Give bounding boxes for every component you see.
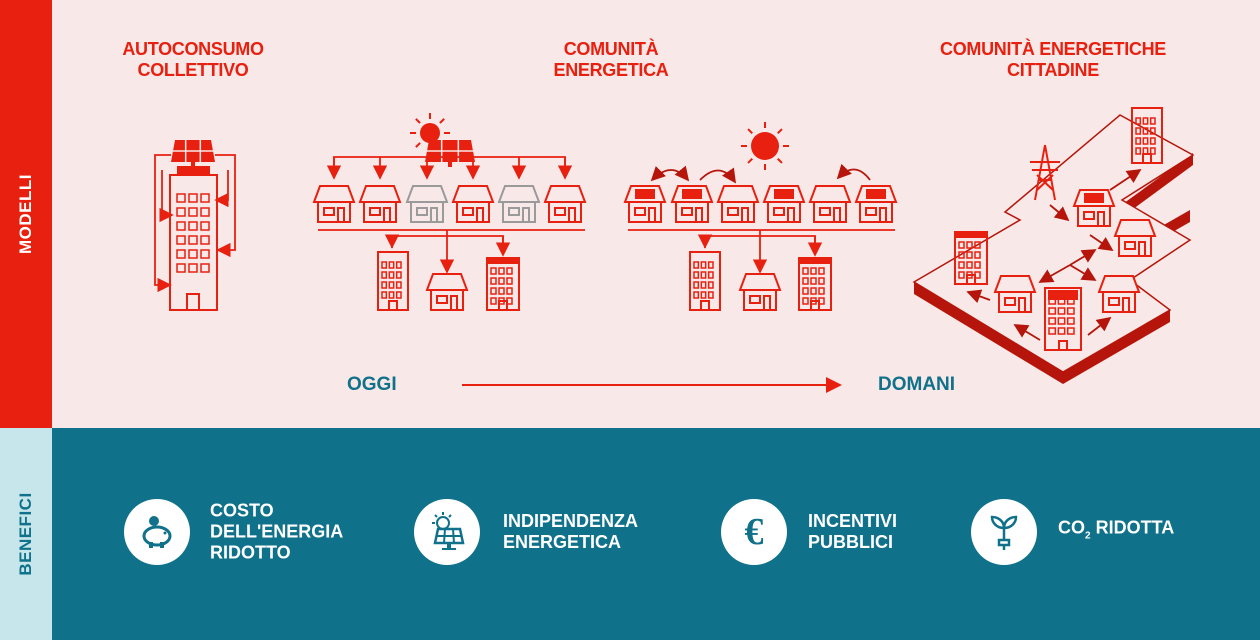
- solar-panel-icon: [425, 140, 475, 167]
- comunita-illustration: [312, 113, 898, 311]
- house-icon: [358, 185, 402, 223]
- solar-house-icon: [623, 185, 667, 223]
- models-illustration: [154, 107, 1195, 393]
- ridotta-text: RIDOTTA: [1095, 517, 1175, 538]
- benefit-line: DELL'ENERGIA: [210, 521, 344, 542]
- roof-solar: [1048, 290, 1078, 300]
- sun-icon: [741, 122, 789, 170]
- solar-panel-icon: [414, 499, 480, 565]
- title-line: COMUNITÀ ENERGETICHE: [939, 39, 1167, 59]
- title-line: COMUNITÀ: [563, 39, 659, 59]
- modelli-band: [0, 0, 52, 428]
- benefit-line: PUBBLICI: [808, 532, 893, 552]
- tall-building-icon: [169, 166, 218, 311]
- house-icon: [425, 273, 469, 311]
- timeline-start: OGGI: [347, 374, 397, 395]
- benefici-label: BENEFICI: [16, 492, 35, 576]
- apartment-building-icon: [798, 257, 832, 311]
- power-pylon-icon: [1030, 144, 1060, 201]
- solar-panel-icon: [171, 140, 215, 167]
- apartment-building-icon: [1131, 107, 1163, 164]
- house-icon: [993, 275, 1037, 313]
- euro-icon: €: [721, 499, 787, 565]
- apartment-building-icon: [486, 257, 520, 311]
- house-icon: [312, 185, 356, 223]
- title-line: AUTOCONSUMO: [122, 39, 264, 59]
- title-line: ENERGETICA: [553, 60, 669, 80]
- house-icon: [808, 185, 852, 223]
- co2-subscript: 2: [1085, 530, 1091, 542]
- solar-house-icon: [854, 185, 898, 223]
- title-line: COLLETTIVO: [137, 60, 249, 80]
- title-line: CITTADINE: [1007, 60, 1099, 80]
- benefit-co2: CO2 RIDOTTA: [1058, 518, 1174, 547]
- benefits-section: [52, 428, 1260, 640]
- house-icon: [497, 185, 541, 223]
- apartment-building-icon: [954, 231, 988, 285]
- house-icon: [716, 185, 760, 223]
- benefici-band: [0, 428, 52, 640]
- house-icon: [1097, 275, 1141, 313]
- house-icon: [451, 185, 495, 223]
- benefit-line: COSTO: [210, 500, 274, 521]
- benefit-line: RIDOTTO: [210, 542, 291, 563]
- house-icon: [738, 273, 782, 311]
- house-icon: [543, 185, 587, 223]
- solar-house-icon: [1072, 189, 1116, 227]
- solar-house-icon: [670, 185, 714, 223]
- house-icon: [1113, 219, 1157, 257]
- euro-symbol: €: [744, 511, 764, 553]
- autoconsumo-illustration: [154, 140, 236, 311]
- cittadine-illustration: [912, 107, 1195, 384]
- solar-house-icon: [762, 185, 806, 223]
- benefit-line: INDIPENDENZA: [503, 511, 639, 531]
- benefit-line: ENERGETICA: [503, 532, 622, 552]
- benefit-line: INCENTIVI: [808, 511, 898, 531]
- plant-plug-icon: [971, 499, 1037, 565]
- apartment-building-icon: [689, 251, 721, 311]
- apartment-building-icon: [377, 251, 409, 311]
- timeline-end: DOMANI: [878, 374, 956, 395]
- house-icon: [405, 185, 449, 223]
- co2-text: CO: [1058, 517, 1085, 538]
- piggy-bank-icon: [124, 499, 190, 565]
